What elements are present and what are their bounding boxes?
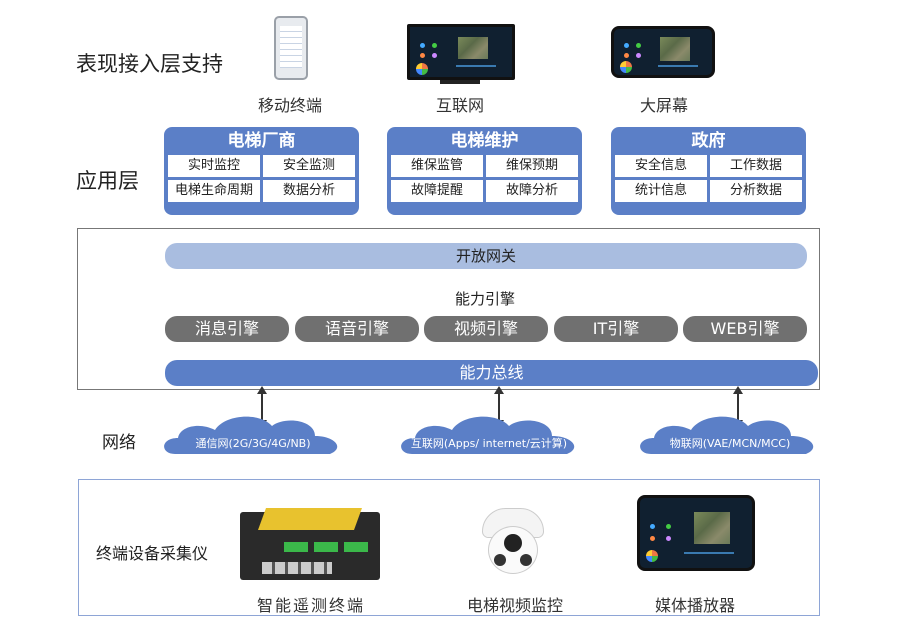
app-item[interactable]: 维保预期 — [486, 155, 578, 177]
cloud-iot-label: 物联网(VAE/MCN/MCC) — [669, 437, 791, 450]
engine-video[interactable]: 视频引擎 — [424, 316, 548, 342]
application-layer-label: 应用层 — [76, 169, 139, 193]
app-item[interactable]: 工作数据 — [710, 155, 802, 177]
cloud-icon — [164, 416, 338, 454]
app-item[interactable]: 故障提醒 — [391, 180, 483, 202]
app-item[interactable]: 维保监管 — [391, 155, 483, 177]
device-label-internet: 互联网 — [435, 96, 484, 115]
app-item[interactable]: 数据分析 — [263, 180, 355, 202]
engine-it[interactable]: IT引擎 — [554, 316, 678, 342]
engine-web[interactable]: WEB引擎 — [683, 316, 807, 342]
cloud-telecom-label: 通信网(2G/3G/4G/NB) — [195, 437, 311, 450]
device-label-telemetry: 智能遥测终端 — [256, 596, 365, 615]
app-group-manufacturer: 电梯厂商 实时监控 安全监测 电梯生命周期 数据分析 — [164, 127, 359, 215]
engine-voice[interactable]: 语音引擎 — [295, 316, 419, 342]
terminal-label: 终端设备采集仪 — [96, 544, 209, 563]
presentation-layer-label: 表现接入层支持 — [76, 52, 223, 76]
capability-engine-title: 能力引擎 — [454, 290, 515, 308]
device-label-camera: 电梯视频监控 — [466, 596, 563, 615]
app-item[interactable]: 安全监测 — [263, 155, 355, 177]
cloud-icon — [640, 416, 814, 454]
dome-camera-icon — [478, 506, 548, 578]
media-player-icon — [637, 495, 755, 571]
monitor-icon — [407, 24, 515, 80]
engine-message[interactable]: 消息引擎 — [165, 316, 289, 342]
cloud-internet-label: 互联网(Apps/ internet/云计算) — [410, 437, 568, 450]
app-item[interactable]: 安全信息 — [615, 155, 707, 177]
app-group-title: 电梯厂商 — [227, 131, 296, 151]
app-group-government: 政府 安全信息 工作数据 统计信息 分析数据 — [611, 127, 806, 215]
app-group-title: 政府 — [691, 131, 726, 151]
app-item[interactable]: 分析数据 — [710, 180, 802, 202]
app-item[interactable]: 故障分析 — [486, 180, 578, 202]
network-label: 网络 — [102, 433, 136, 453]
app-item[interactable]: 统计信息 — [615, 180, 707, 202]
app-group-maintenance: 电梯维护 维保监管 维保预期 故障提醒 故障分析 — [387, 127, 582, 215]
telemetry-terminal-icon — [240, 508, 380, 582]
device-label-mobile: 移动终端 — [257, 96, 322, 115]
cloud-icon — [401, 416, 575, 454]
app-item[interactable]: 实时监控 — [168, 155, 260, 177]
device-label-large-screen: 大屏幕 — [639, 96, 688, 115]
mobile-phone-icon — [274, 16, 308, 80]
large-screen-icon — [611, 26, 715, 78]
app-group-title: 电梯维护 — [450, 131, 519, 151]
app-item[interactable]: 电梯生命周期 — [168, 180, 260, 202]
monitor-stand — [440, 80, 480, 84]
device-label-media-player: 媒体播放器 — [654, 596, 735, 615]
open-gateway[interactable]: 开放网关 — [165, 243, 807, 269]
capability-bus[interactable]: 能力总线 — [165, 360, 818, 386]
